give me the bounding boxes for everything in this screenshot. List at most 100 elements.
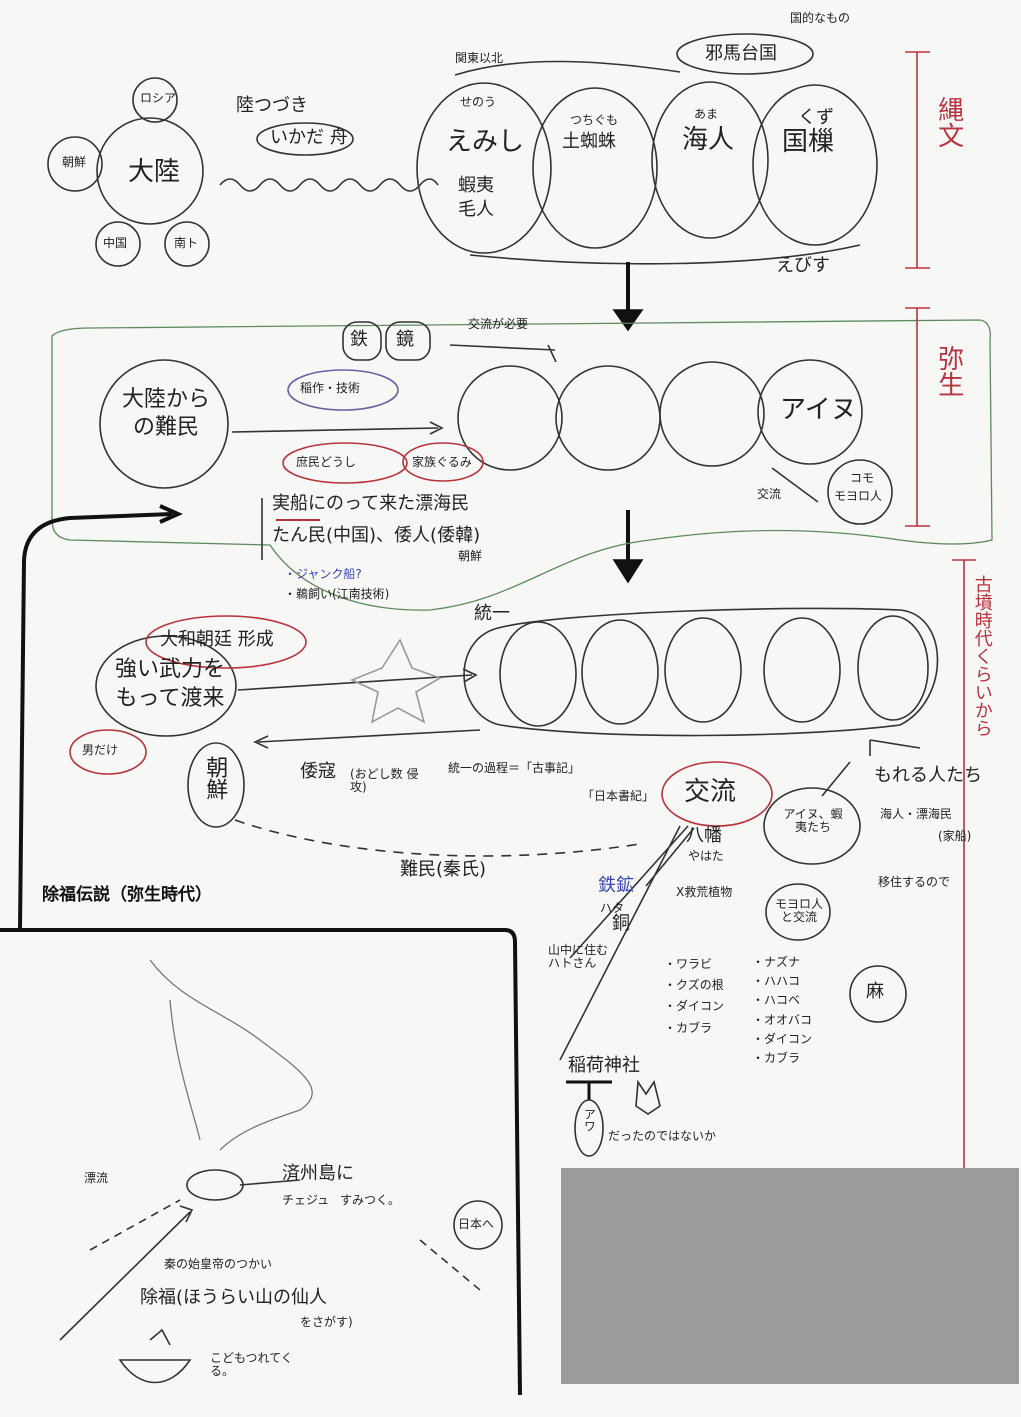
to-japan-label: 日本へ [458, 1217, 495, 1231]
yayoi-circle-2 [555, 365, 661, 471]
kuzu-label: 国樔 [782, 127, 835, 157]
junk-label: ・ジャンク船? [284, 567, 362, 581]
impact-star [349, 638, 442, 724]
iron-label: 鉄 [350, 329, 368, 350]
jomon-bottom-arc [469, 244, 861, 265]
south-circle [164, 221, 210, 267]
moyoro-exchange-circle [765, 883, 831, 941]
jofuku-route [18, 512, 173, 929]
yayoi-circle-1 [457, 365, 563, 471]
exchange-needed-arrow [449, 344, 557, 363]
inari-label: 稲荷神社 [568, 1055, 640, 1076]
family-bubble [402, 442, 484, 482]
wako-note: (おどし数 侵攻) [350, 767, 419, 795]
list-item: ・ナズナ [752, 955, 801, 969]
to-japan-circle [453, 1200, 503, 1250]
refugee-arrow [231, 427, 439, 433]
hachiman-ruby: やはた [688, 849, 724, 863]
families-label: 家族ぐるみ [412, 455, 472, 469]
kofun-outline [463, 607, 939, 737]
era-yayoi: 弥生 [933, 345, 964, 397]
children-label: こどもつれてくる。 [210, 1351, 293, 1379]
fox-icon [635, 1079, 661, 1115]
migrating-label: 移住するので [878, 875, 951, 889]
kofun-circle-1 [499, 621, 577, 727]
kuzu-ruby: くず [798, 107, 834, 128]
emishi-ruby: せのう [460, 95, 497, 109]
hata-ruby: ハタ [600, 901, 625, 915]
yayoi-exchange-label: 交流 [757, 487, 782, 501]
refugee-hata-dash [234, 819, 641, 857]
iron-box [342, 321, 382, 361]
list-item: ・ダイコン [664, 999, 725, 1014]
force-circle [95, 635, 237, 737]
ama-circle [651, 81, 769, 239]
ainu-emishi-circle [763, 787, 861, 865]
continent-circle [96, 117, 204, 225]
land-bridge-wave [219, 178, 439, 192]
wako-arrow [257, 729, 481, 743]
land-link-label: 陸つづき [236, 95, 308, 116]
kofun-circle-4 [763, 617, 841, 723]
era-jomon: 縄文 [933, 96, 964, 148]
kotogari-label: X救荒植物 [676, 885, 733, 899]
yayoi-region [51, 319, 993, 611]
hemp-circle [849, 965, 907, 1023]
tsuchigumo-circle [532, 87, 658, 249]
force-arrow [237, 674, 473, 691]
moyoro-exchange-label: モヨロ人と交流 [774, 897, 823, 925]
moyoro-top-label: コモ [850, 471, 875, 485]
russia-circle [132, 77, 178, 123]
emishi-circle [416, 82, 552, 254]
men-only-bubble [69, 729, 147, 775]
mirror-box [385, 321, 431, 361]
nihonshoki-label: 「日本書紀」 [582, 789, 655, 803]
seafarers-label: 海人・漂海民 [880, 807, 953, 821]
raft-bubble [256, 122, 354, 156]
list-item: ・ハコベ [752, 993, 801, 1008]
emishi-label: えみし [446, 127, 525, 157]
china-label: 中国 [103, 236, 128, 250]
tanmin-label: たん民(中国)、倭人(倭韓) [272, 525, 481, 546]
process-label: 統一の過程＝「古事記」 [448, 761, 581, 775]
yamato-label: 大和朝廷 形成 [160, 629, 274, 650]
list-item: ・ダイコン [752, 1031, 813, 1046]
list-item: ・カブラ [752, 1050, 801, 1065]
kofun-circle-2 [581, 619, 659, 725]
wako-label: 倭寇 [300, 761, 336, 782]
jeju-label: 済州島に [282, 1163, 354, 1184]
jofuku-caption: 除福伝説（弥生時代） [42, 885, 212, 904]
wild-foods-right-list: ・ナズナ ・ハハコ ・ハコベ ・オオバコ ・ダイコン ・カブラ [752, 955, 813, 1065]
jofuku-name2: をさがす) [300, 1315, 353, 1329]
south-label: 南ト [174, 236, 199, 250]
commoners-label: 庶民どうし [296, 455, 357, 469]
exchange-needed-label: 交流が必要 [468, 317, 529, 331]
korea-circle-kofun [187, 742, 245, 828]
rice-label: 稲作・技術 [300, 381, 361, 395]
kuzu-circle [752, 84, 878, 246]
gikyo-label: 鉄鉱 [598, 875, 634, 896]
ainu-circle [757, 359, 863, 465]
tsuchigumo-label: 土蜘蛛 [562, 131, 616, 152]
kofun-exchange-label: 交流 [684, 777, 737, 807]
unify-label: 統一 [474, 603, 510, 624]
jofuku-frame [0, 928, 522, 1396]
ebisu-label: えびす [776, 255, 830, 276]
mirror-label: 鏡 [396, 329, 414, 350]
continent-label: 大陸 [128, 157, 181, 187]
refugee-circle [99, 359, 229, 489]
kanto-north-note: 関東以北 [455, 51, 504, 65]
jeju-island [186, 1169, 244, 1201]
settle-label: すみつく。 [340, 1193, 401, 1207]
emishi-sub2: 毛人 [458, 199, 494, 220]
jomon-top-arc [454, 60, 681, 76]
outcasts-label: もれる人たち [874, 765, 982, 786]
awa-oval [574, 1099, 604, 1157]
awa-label: アワ [582, 1108, 597, 1132]
cormorant-label: ・鵜飼い(江南技術) [284, 587, 390, 601]
exchange-bubble [661, 761, 773, 827]
china-circle [95, 221, 141, 267]
seafarers-note: (家船) [938, 829, 972, 843]
moyoro-label: モヨロ人 [834, 489, 883, 503]
